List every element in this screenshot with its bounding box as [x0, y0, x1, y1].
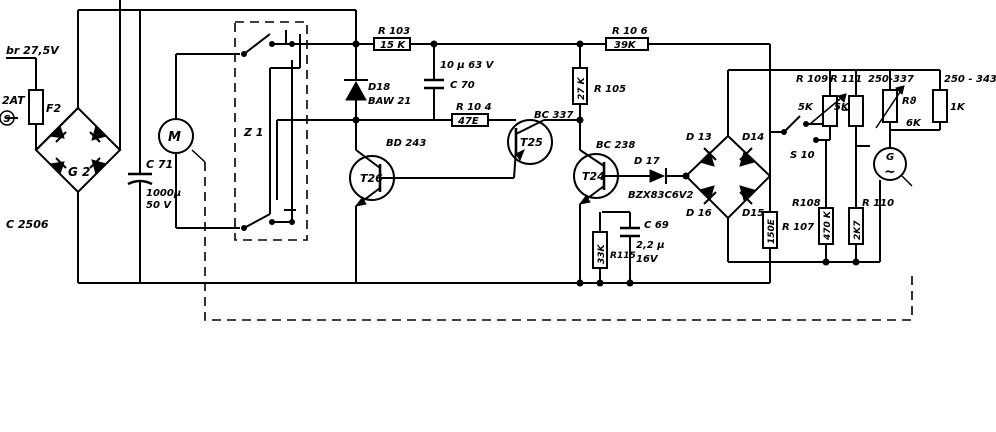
label-r-part2: 250 - 343 [944, 74, 996, 85]
transistor-t26 [349, 149, 514, 283]
label-r107-name: R 107 [782, 222, 814, 233]
bridge-diode-3 [48, 157, 67, 175]
fuse-f2 [28, 89, 44, 125]
regulator-top [344, 37, 516, 150]
label-r104-name: R 10 4 [456, 102, 492, 113]
label-t24: T24 [582, 170, 605, 183]
label-r103-name: R 103 [378, 26, 410, 37]
label-bridge: G 2 [68, 165, 90, 179]
label-s10: S 10 [790, 150, 815, 161]
label-r106-name: R 10 6 [612, 26, 648, 37]
label-d13: D 13 [686, 132, 712, 143]
diode-d16 [699, 185, 717, 205]
switch-z1-lower [243, 213, 271, 229]
label-c69-value-a: 2,2 µ [636, 240, 665, 251]
diode-d14 [739, 147, 755, 167]
label-c69-value-b: 16V [636, 254, 659, 265]
switch-z1-box [234, 21, 308, 241]
resistor-r106 [605, 37, 649, 51]
diode-d15 [739, 185, 755, 205]
capacitor-c71 [127, 179, 153, 186]
label-fuse-name: F2 [46, 102, 62, 115]
label-r-1k: 1K [950, 102, 966, 113]
label-bridge-part: C 2506 [6, 218, 49, 231]
label-gen-tilde: ~ [884, 164, 896, 180]
labels: br 27,5V 2AT F2 G 2 C 2506 M C 71 1000µ … [2, 26, 996, 265]
fuse-symbol-s [0, 110, 15, 126]
label-rv-part: 250-337 [868, 74, 914, 85]
label-motor: M [168, 130, 181, 145]
label-r115-value: 33K [597, 243, 607, 264]
generator-g [873, 147, 907, 181]
label-t26-part: BD 243 [386, 138, 426, 149]
diode-d18 [345, 80, 367, 101]
label-switch: Z 1 [243, 126, 263, 139]
label-r108-name: R108 [792, 198, 821, 209]
bridge-diode-1 [48, 125, 67, 143]
label-d18-name: D18 [368, 82, 390, 93]
label-c69-name: C 69 [644, 220, 669, 231]
label-r115-name: R115 [610, 251, 636, 261]
label-r111-value: 5K [834, 102, 850, 113]
sensor-network [770, 69, 948, 266]
label-c71-value-a: 1000µ [146, 188, 181, 199]
switch-s10 [783, 115, 801, 133]
label-c71: C 71 [146, 158, 173, 171]
label-r107-value: 150E [767, 218, 777, 244]
label-r111-name: R 111 [830, 74, 862, 85]
label-d18-part: BAW 21 [368, 96, 411, 107]
label-r110-name: R 110 [862, 198, 894, 209]
label-rv-value: 6K [906, 118, 922, 129]
bridge-diode-2 [89, 125, 107, 143]
label-d14: D14 [742, 132, 764, 143]
input-section: S [0, 0, 357, 283]
label-gen: G [886, 152, 894, 163]
transistor-t25 [507, 119, 580, 179]
label-fuse-rating: 2AT [2, 94, 26, 107]
label-r108-value: 470 K [823, 210, 833, 241]
divider-section [572, 37, 649, 150]
label-c70-name: C 70 [450, 80, 475, 91]
resistor-r103 [373, 37, 411, 51]
label-r103-value: 15 K [380, 40, 406, 51]
diode-d13 [699, 147, 717, 167]
label-t24-part: BC 238 [596, 140, 635, 151]
label-r106-value: 39K [614, 40, 637, 51]
label-c70-value: 10 µ 63 V [440, 60, 495, 71]
label-r104-value: 47E [457, 116, 479, 127]
resistor-1k [932, 89, 948, 123]
label-t26: T26 [360, 172, 383, 185]
label-t25: T25 [520, 136, 543, 149]
label-t25-part: BC 337 [534, 110, 573, 121]
mechanical-link [204, 162, 913, 321]
label-supply: br 27,5V [6, 44, 60, 57]
label-d16: D 16 [686, 208, 712, 219]
label-r109-value: 5K [798, 102, 814, 113]
label-r110-value: 2K7 [853, 220, 863, 240]
label-r105-name: R 105 [594, 84, 626, 95]
label-c71-value-b: 50 V [146, 200, 172, 211]
label-d17-name: D 17 [634, 156, 660, 167]
bridge-g2 [34, 107, 122, 194]
bridge-diode-4 [89, 157, 107, 175]
diode-d17 [649, 169, 666, 183]
transistor-t24 [573, 149, 690, 287]
label-r109-name: R 109 [796, 74, 828, 85]
switch-z1-upper [243, 33, 271, 55]
label-d15: D15 [742, 208, 764, 219]
label-d17-part: BZX83C6V2 [628, 190, 694, 201]
motor-switch-section [158, 21, 913, 321]
fuse-symbol-text: S [3, 114, 10, 125]
label-r105-value: 27 K [577, 76, 587, 100]
diode-bridge-d13-d16 [684, 44, 880, 283]
label-rv-symbol: Rϑ [902, 96, 917, 107]
potentiometer-r111 [848, 95, 864, 127]
